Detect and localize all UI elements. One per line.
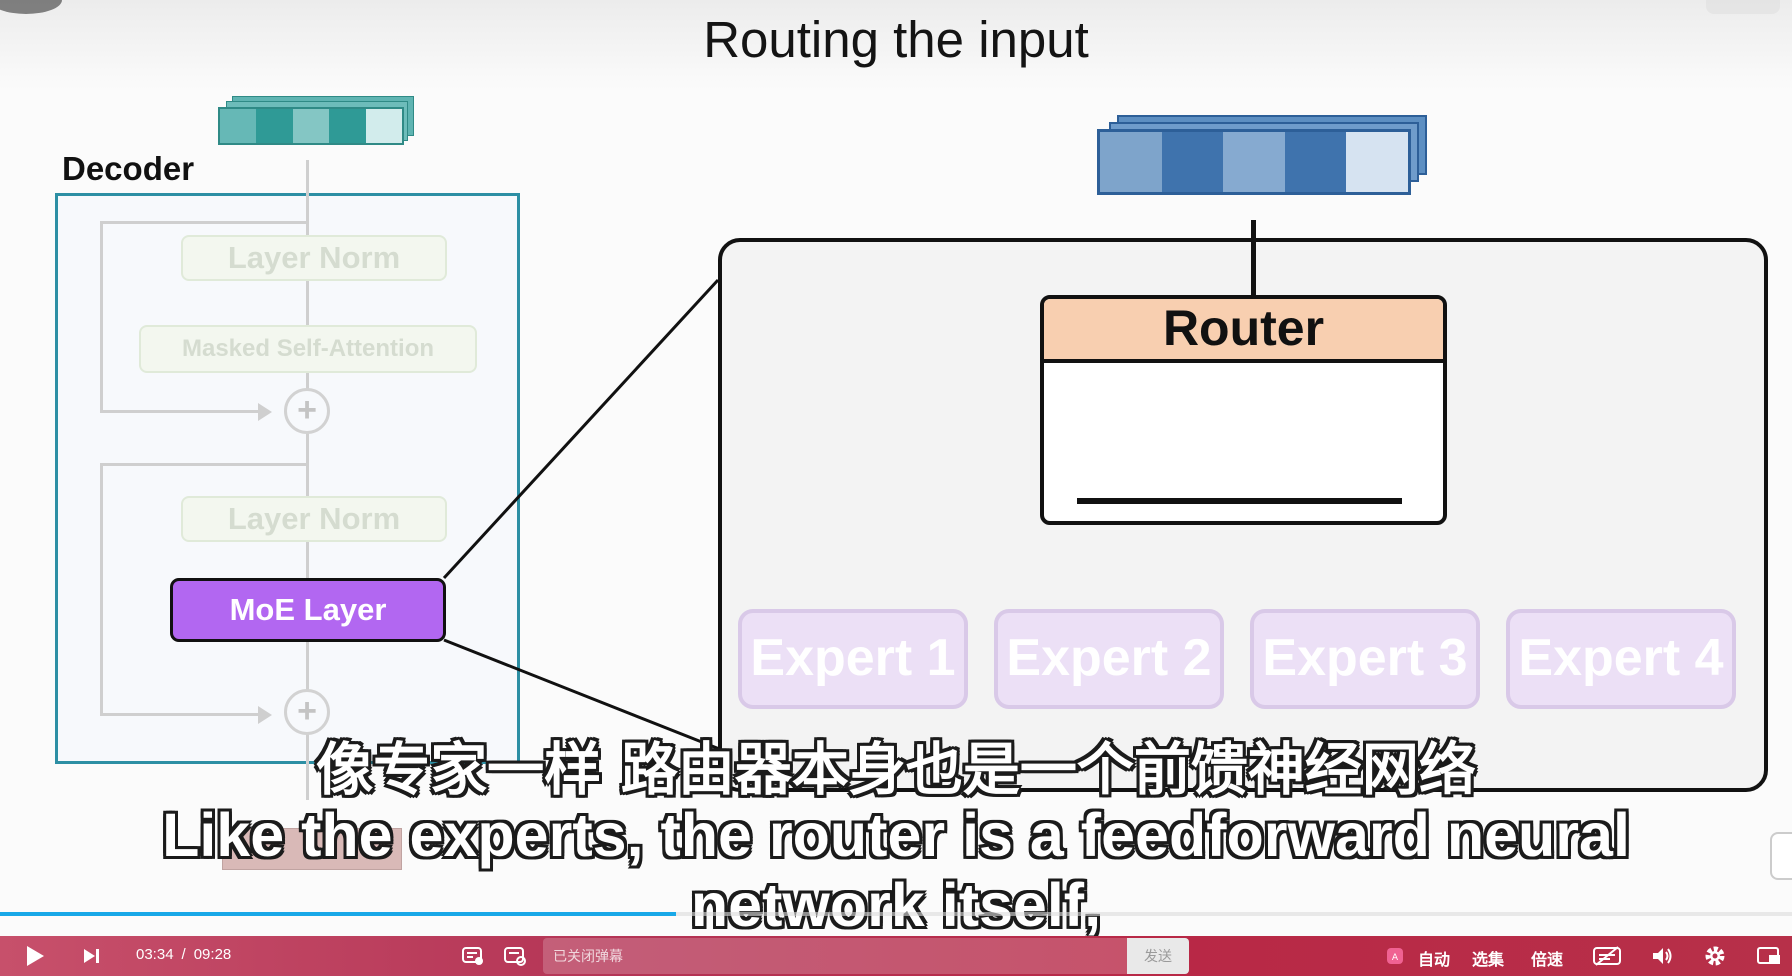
total-time: 09:28 [193, 946, 232, 963]
next-icon [84, 949, 99, 963]
decoder-label: Decoder [62, 150, 195, 187]
add-circle-2: + [284, 689, 330, 735]
svg-text:A: A [1392, 953, 1399, 963]
side-panel-handle[interactable] [1770, 832, 1792, 880]
fullscreen-icon [1757, 947, 1780, 964]
time-separator: / [181, 946, 186, 963]
residual-line-2 [100, 463, 103, 715]
expert-3: Expert 3 [1250, 609, 1480, 709]
danmaku-toggle-icon [462, 947, 483, 965]
ai-badge-icon: A [1387, 948, 1403, 964]
current-time: 03:34 [136, 946, 174, 963]
send-button[interactable]: 发送 [1127, 938, 1189, 974]
subtitle-english-text: Like the experts, the router is a feedfo… [162, 801, 1630, 936]
danmaku-settings-button[interactable] [500, 936, 530, 976]
residual-arrow-2 [258, 706, 272, 724]
add-circle-1: + [284, 388, 330, 434]
danmaku-toggle-button[interactable] [458, 936, 488, 976]
episodes-button[interactable]: 选集 [1472, 952, 1505, 969]
speed-button[interactable]: 倍速 [1531, 952, 1564, 969]
danmaku-input[interactable]: 已关闭弹幕 [543, 938, 1127, 974]
danmaku-settings-icon [504, 947, 526, 966]
subtitle-chinese: 像专家一样 路由器本身也是一个前馈神经网络 [316, 737, 1476, 803]
ai-badge[interactable]: A [1384, 936, 1406, 976]
play-button[interactable] [18, 936, 52, 976]
router-connector [1251, 220, 1256, 298]
fullscreen-button[interactable] [1754, 936, 1784, 976]
expert-4: Expert 4 [1506, 609, 1736, 709]
decoder-block [55, 193, 520, 764]
router-input-token-stack [1097, 115, 1427, 205]
watermark-logo [1706, 0, 1780, 14]
subtitle-icon [1593, 946, 1621, 966]
slide-title: Routing the input [703, 11, 1089, 68]
router-block: Router [1040, 295, 1447, 525]
volume-button[interactable] [1647, 936, 1677, 976]
volume-icon [1653, 948, 1672, 964]
residual-line-2-top [100, 463, 308, 466]
expert-1: Expert 1 [738, 609, 968, 709]
layer-norm-bottom: Layer Norm [181, 496, 447, 542]
corner-decoration [0, 0, 62, 14]
router-label: Router [1044, 299, 1443, 363]
gear-icon [1705, 946, 1725, 966]
residual-line-2-bottom [100, 713, 260, 716]
time-display: 03:34 / 09:28 [132, 946, 235, 963]
pipeline-line [306, 160, 309, 800]
settings-button[interactable] [1700, 936, 1730, 976]
progress-bar[interactable] [0, 912, 1792, 916]
output-token-stack [218, 96, 418, 150]
residual-line-1-top [100, 221, 308, 224]
player-controls: 03:34 / 09:28 A 自动 选集 倍速 [0, 936, 1792, 976]
video-frame[interactable]: Routing the input Decoder Layer Norm Mas… [0, 0, 1792, 936]
residual-line-1 [100, 221, 103, 413]
subtitle-english: Like the experts, the router is a feedfo… [40, 800, 1752, 936]
router-output-bar [1077, 498, 1402, 504]
layer-norm-top: Layer Norm [181, 235, 447, 281]
progress-fill [0, 912, 676, 916]
masked-self-attention: Masked Self-Attention [139, 325, 477, 373]
residual-arrow-1 [258, 403, 272, 421]
expert-2: Expert 2 [994, 609, 1224, 709]
residual-line-1-bottom [100, 410, 260, 413]
input-token-stack [222, 818, 402, 874]
auto-button[interactable]: 自动 [1418, 952, 1451, 969]
next-button[interactable] [74, 936, 108, 976]
moe-layer: MoE Layer [170, 578, 446, 642]
play-icon [27, 946, 44, 966]
subtitle-button[interactable] [1590, 936, 1624, 976]
